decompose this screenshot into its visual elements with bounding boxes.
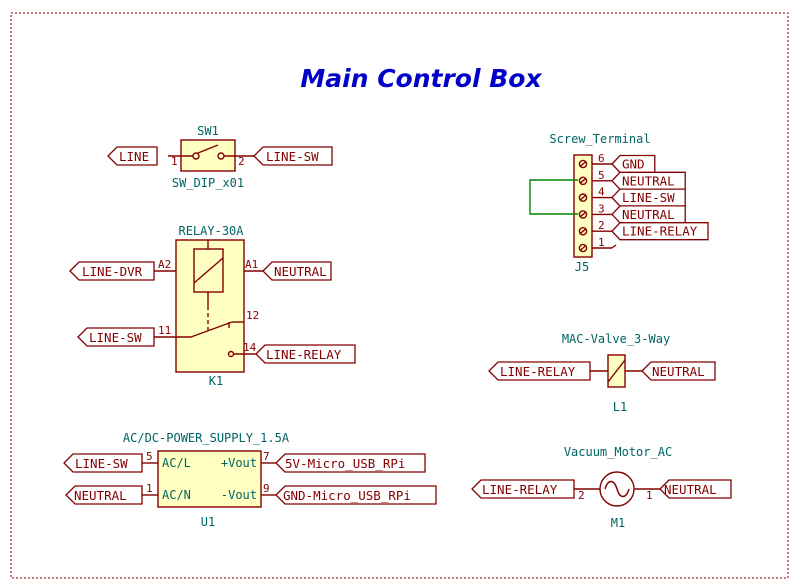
terminal-screw [578, 159, 588, 169]
u1-reference: U1 [201, 515, 215, 529]
terminal-net-label: LINE-RELAY [622, 224, 698, 239]
net-label-line-sw [63, 453, 143, 473]
j5-body [573, 154, 593, 258]
svg-text:AC/N: AC/N [162, 488, 191, 502]
net-label-gnd [611, 154, 656, 174]
svg-text:NEUTRAL: NEUTRAL [664, 482, 717, 497]
net-label-line-relay [488, 361, 591, 381]
svg-text:LINE-SW: LINE-SW [75, 456, 128, 471]
j5-name: Screw_Terminal [549, 132, 650, 146]
power-supply-u1[interactable]: AC/DC-POWER_SUPPLY_1.5A 5 1 7 9 AC/L AC/… [63, 431, 437, 529]
net-label-line-dvr [69, 261, 155, 281]
net-label-neutral [641, 361, 716, 381]
terminal-net-label: NEUTRAL [622, 207, 675, 222]
svg-text:A2: A2 [158, 258, 171, 271]
svg-text:11: 11 [158, 324, 171, 337]
m1-reference: M1 [611, 516, 625, 530]
net-label-neutral [65, 485, 143, 505]
svg-text:1: 1 [646, 489, 653, 502]
terminal-screw [578, 210, 588, 219]
sheet-border [10, 12, 789, 579]
net-label-neutral [262, 261, 332, 281]
net-label-line [107, 146, 158, 166]
terminal-pin-number: 3 [598, 202, 605, 215]
svg-text:5: 5 [146, 450, 153, 463]
terminal-net-label: LINE-SW [622, 190, 675, 205]
j5-reference: J5 [575, 260, 589, 274]
l1-reference: L1 [613, 400, 627, 414]
svg-text:LINE-RELAY: LINE-RELAY [266, 347, 342, 362]
valve-l1[interactable]: MAC-Valve_3-Way L1 LINE-RELAY NEUTRAL [488, 332, 716, 414]
net-label-neutral [659, 479, 732, 499]
net-label-5v-micro-usb-rpi [275, 453, 426, 473]
m1-name: Vacuum_Motor_AC [564, 445, 672, 459]
net-label-line-sw [253, 146, 333, 166]
svg-text:A1: A1 [245, 258, 258, 271]
k1-body [175, 239, 245, 373]
sw1-pin-1: 1 [171, 155, 178, 168]
svg-text:LINE-RELAY: LINE-RELAY [482, 482, 558, 497]
svg-text:NEUTRAL: NEUTRAL [652, 364, 705, 379]
net-label-gnd-micro-usb-rpi [275, 485, 437, 505]
svg-text:NEUTRAL: NEUTRAL [74, 488, 127, 503]
terminal-net-label: GND [622, 157, 645, 172]
svg-text:-Vout: -Vout [221, 488, 257, 502]
sw1-value: SW_DIP_x01 [172, 176, 244, 190]
net-label-line-sw [77, 327, 155, 347]
svg-text:LINE: LINE [119, 149, 149, 164]
svg-text:14: 14 [243, 341, 257, 354]
terminal-net-label: NEUTRAL [622, 173, 675, 188]
terminal-screw [578, 176, 588, 186]
svg-text:2: 2 [578, 489, 585, 502]
sw1-reference: SW1 [197, 124, 219, 138]
svg-text:LINE-RELAY: LINE-RELAY [500, 364, 576, 379]
svg-text:5V-Micro_USB_RPi: 5V-Micro_USB_RPi [285, 456, 405, 471]
motor-m1[interactable]: Vacuum_Motor_AC 2 1 M1 LINE-RELAY NEUTRA… [471, 445, 732, 530]
svg-text:+Vout: +Vout [221, 456, 257, 470]
terminal-screw [578, 226, 588, 236]
svg-text:AC/L: AC/L [162, 456, 191, 470]
svg-text:GND-Micro_USB_RPi: GND-Micro_USB_RPi [283, 488, 411, 503]
u1-name: AC/DC-POWER_SUPPLY_1.5A [123, 431, 290, 445]
net-label-neutral [611, 171, 686, 190]
terminal-pin-number: 6 [598, 152, 605, 165]
terminal-screw [578, 193, 588, 202]
svg-text:LINE-DVR: LINE-DVR [82, 264, 143, 279]
net-label-line-relay [611, 222, 709, 241]
u1-body [157, 450, 262, 508]
net-label-neutral [611, 205, 686, 224]
switch-sw1[interactable]: SW1 1 2 SW_DIP_x01 LINE LINE-SW [107, 124, 333, 190]
relay-k1[interactable]: RELAY-30A A2 A1 11 12 14 K1 LINE-DVR NEU… [69, 224, 356, 388]
terminal-pin-number: 4 [598, 186, 605, 199]
svg-text:9: 9 [263, 482, 270, 495]
sw1-pin-2: 2 [238, 155, 245, 168]
svg-text:LINE-SW: LINE-SW [266, 149, 319, 164]
k1-reference: K1 [209, 374, 223, 388]
terminal-pin-number: 2 [598, 219, 605, 232]
terminal-pin-number: 5 [598, 169, 605, 182]
svg-text:LINE-SW: LINE-SW [89, 330, 142, 345]
net-label-line-relay [471, 479, 575, 499]
k1-name: RELAY-30A [178, 224, 244, 238]
jumper-wire [529, 179, 578, 215]
svg-text:1: 1 [146, 482, 153, 495]
terminal-screw [578, 243, 588, 253]
svg-text:NEUTRAL: NEUTRAL [274, 264, 327, 279]
terminal-pin-number: 1 [598, 236, 605, 249]
net-label-line-sw [611, 188, 686, 207]
l1-name: MAC-Valve_3-Way [562, 332, 670, 346]
net-label-line-relay [255, 344, 356, 364]
sheet-title: Main Control Box [300, 64, 542, 93]
svg-text:7: 7 [263, 450, 270, 463]
svg-text:12: 12 [246, 309, 259, 322]
